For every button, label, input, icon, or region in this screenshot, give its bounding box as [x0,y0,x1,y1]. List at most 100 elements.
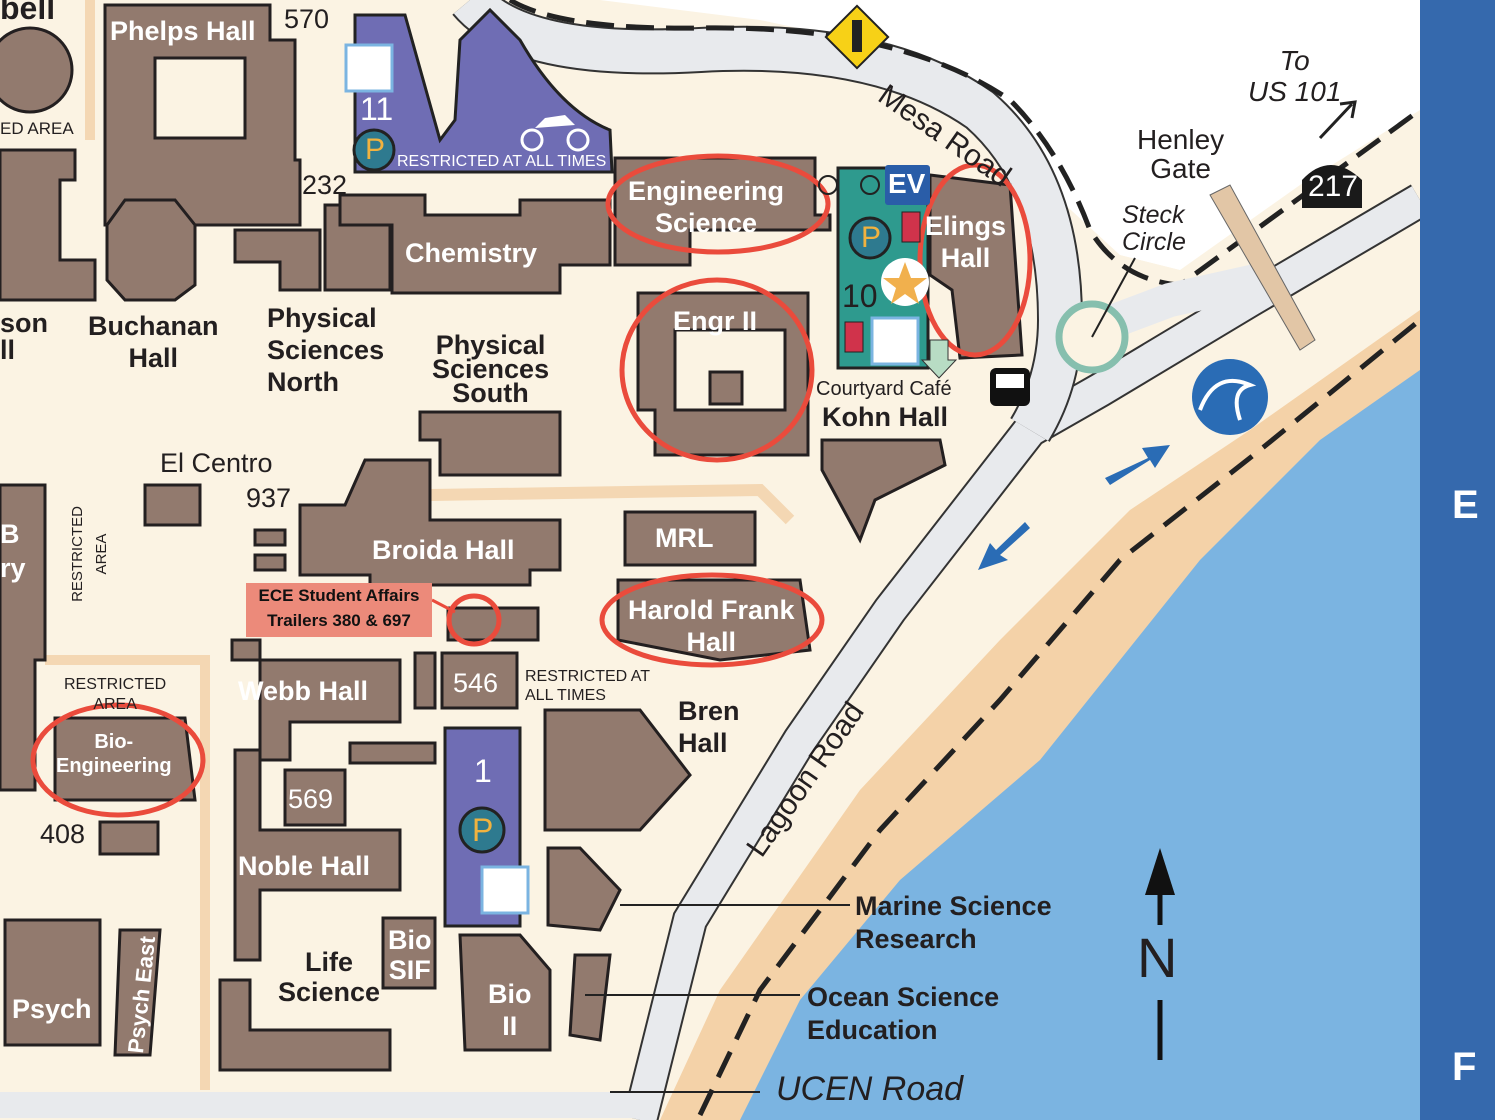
label-el-centro[interactable]: El Centro [160,448,273,478]
off-campus-area [520,0,1420,270]
building-chemistry [338,193,612,295]
label-marine-science-research[interactable]: Marine Science Research [855,891,1052,954]
motorcycle-parking-icon [520,115,590,152]
highway-shield-icon [1302,165,1362,208]
building-ellison [0,148,97,302]
bicycle-parking-icon [818,175,880,195]
mesa-road-boundary [508,0,1422,288]
grid-label-e: E [1452,483,1479,527]
pay-station-icon [901,211,921,243]
building-psn-a [233,228,322,292]
starfish-icon [881,258,929,306]
north-arrow-icon [1145,848,1175,1060]
label-campbell: bell [0,0,56,26]
building-engineering-science [613,156,832,267]
label-bio-ii[interactable]: Bio II [488,979,532,1041]
campus-boundary-dashed [697,318,1422,1117]
bus-stop-icon [990,368,1030,406]
label-physical-sciences-south[interactable]: Physical Sciences South [432,330,550,408]
building-noble [233,748,402,962]
grid-label-f: F [1452,1045,1477,1089]
ece-note-line2: Trailers 380 & 697 [267,611,411,630]
parking-icon [458,806,506,854]
label-noble-hall[interactable]: Noble Hall [238,851,371,881]
restricted-all-times-546: RESTRICTED AT ALL TIMES [525,668,651,704]
label-courtyard-cafe[interactable]: Courtyard Café [816,378,952,400]
wave-logo-icon [1192,359,1268,435]
building-408 [98,820,160,856]
restricted-area-bio-label: RESTRICTED AREA [64,676,167,713]
lot-number-11: 11 [360,91,394,127]
label-bren-hall[interactable]: Bren Hall [678,696,740,758]
parking-p-lot11: P [365,133,386,166]
label-harold-frank-hall[interactable]: Harold Frank Hall [628,595,795,657]
building-library [0,483,47,792]
henley-gate-label: Henley Gate [1137,124,1225,184]
label-bio-engineering[interactable]: Bio- Engineering [56,731,172,777]
lot-number-1: 1 [474,753,492,789]
parking-lot-11[interactable] [353,7,614,174]
building-bio-sif [381,916,437,990]
building-webb [230,638,402,762]
traffic-light-icon [824,4,890,70]
label-engineering-science[interactable]: Engineering Science [628,176,785,238]
ev-label: EV [888,168,926,199]
highlight-harold-frank [599,572,825,668]
building-pss [418,410,562,477]
highlight-trailers [446,593,502,647]
building-broida [298,458,562,587]
building-937a [253,528,287,547]
building-psych [3,918,102,1047]
building-kohn [820,438,947,544]
buildings [0,3,1024,1072]
ocean [740,370,1420,1120]
label-ocean-science-education[interactable]: Ocean Science Education [807,982,1000,1045]
highway-217-shield: 217 [1308,170,1359,203]
one-way-arrow-northeast-icon [1105,445,1170,485]
label-buchanan-hall[interactable]: Buchanan Hall [88,311,219,373]
henley-gate-bridge [1209,184,1316,351]
pay-station-icon [844,321,864,353]
building-number-569: 569 [288,784,334,814]
arrow-down-icon [920,339,958,379]
building-bioengineering [53,716,197,802]
accessible-parking-icon [870,316,920,366]
restricted-all-times-lot11: RESTRICTED AT ALL TIMES [397,153,607,170]
building-marine-science [546,846,622,932]
highlight-engineering-science [605,153,831,255]
label-webb-hall[interactable]: Webb Hall [238,676,369,706]
label-kohn-hall[interactable]: Kohn Hall [822,402,948,432]
restricted-area-vertical-label: RESTRICTED AREA [68,506,110,602]
label-mrl[interactable]: MRL [655,523,714,553]
parking-p-lot10: P [861,221,882,254]
direction-arrow-icon [1318,100,1357,140]
label-bio-sif[interactable]: Bio SIF [388,925,432,985]
label-chemistry[interactable]: Chemistry [405,238,538,268]
label-physical-sciences-north[interactable]: Physical Sciences North [267,303,385,397]
building-546 [440,651,519,710]
accessible-parking-icon [344,43,394,93]
label-phelps-hall[interactable]: Phelps Hall [110,16,256,46]
label-life-science[interactable]: Life Science [278,947,381,1007]
building-number-570: 570 [284,4,330,34]
label-elings-hall[interactable]: Elings Hall [925,211,1007,273]
parking-icon [848,216,892,260]
accessible-parking-icon [480,865,530,915]
label-ellison: son ll [0,308,49,365]
highlight-circles [30,153,1033,818]
parking-p-lot1: P [472,812,494,848]
label-broida-hall[interactable]: Broida Hall [372,535,515,565]
steck-circle-label: Steck Circle [1122,201,1186,256]
building-569 [283,768,347,827]
highlight-bioengineering [30,702,206,818]
building-bren [543,708,692,832]
building-number-937: 937 [246,483,292,513]
label-psych[interactable]: Psych [12,994,92,1024]
building-buchanan [105,198,197,302]
building-psych-east [113,928,162,1057]
ev-charging-icon [885,165,930,205]
lot-number-10: 10 [842,278,878,314]
label-engr-ii[interactable]: Engr II [673,306,758,336]
ece-note-line1: ECE Student Affairs [258,586,420,605]
